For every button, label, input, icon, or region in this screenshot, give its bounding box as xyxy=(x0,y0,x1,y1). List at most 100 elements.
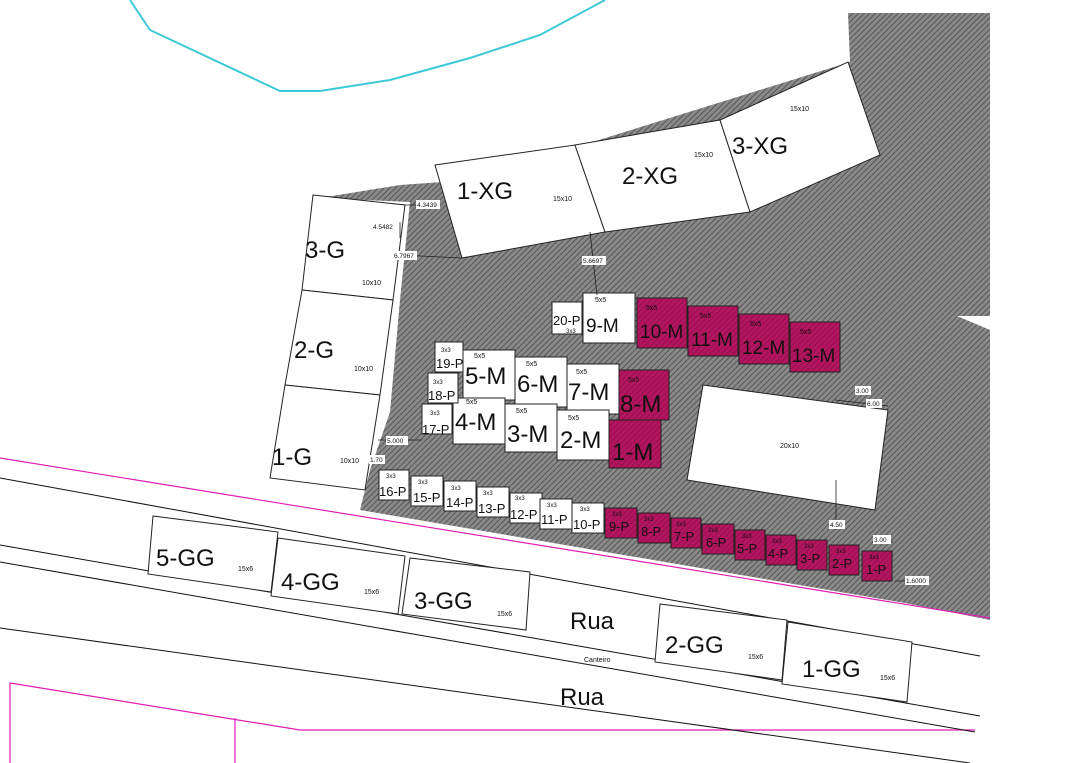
lot-size-g3: 10x10 xyxy=(362,280,381,287)
lot-size-big: 20x10 xyxy=(780,443,799,450)
lot-p2[interactable] xyxy=(828,544,860,576)
lot-size-p14: 3x3 xyxy=(451,486,461,492)
lot-label-m1: 1-M xyxy=(612,439,653,466)
lot-m4[interactable] xyxy=(452,397,506,445)
lot-label-g3: 3-G xyxy=(305,237,345,264)
lot-size-p5: 3x3 xyxy=(742,534,752,540)
lot-size-gg5: 15x6 xyxy=(238,566,253,573)
lot-m7[interactable] xyxy=(566,363,620,415)
lot-m10[interactable] xyxy=(636,297,688,349)
lot-m13[interactable] xyxy=(789,321,841,373)
lot-size-p15: 3x3 xyxy=(418,480,428,486)
lot-m1[interactable] xyxy=(608,419,662,469)
lot-size-p7: 3x3 xyxy=(676,522,686,528)
lot-p19[interactable] xyxy=(434,341,464,373)
lot-size-gg4: 15x6 xyxy=(364,589,379,596)
lot-xg3[interactable] xyxy=(719,61,881,213)
lot-label-m4: 4-M xyxy=(455,409,496,436)
lot-label-p15: 15-P xyxy=(413,490,440,505)
dimension-label: 5.6697 xyxy=(583,258,603,265)
lot-size-m4: 5x5 xyxy=(466,399,477,406)
lot-label-xg1: 1-XG xyxy=(457,178,513,205)
lot-label-gg1: 1-GG xyxy=(802,656,861,683)
lot-p10[interactable] xyxy=(571,502,605,534)
lot-label-m13: 13-M xyxy=(792,346,835,367)
lot-p13[interactable] xyxy=(476,486,510,518)
lot-label-p3: 3-P xyxy=(800,551,820,566)
lot-size-m2: 5x5 xyxy=(568,415,579,422)
lot-label-p17: 17-P xyxy=(422,422,449,437)
dimension-label: 6.00 xyxy=(867,401,880,408)
lot-g1[interactable] xyxy=(269,384,381,491)
lot-size-p16: 3x3 xyxy=(386,474,396,480)
lot-size-g1: 10x10 xyxy=(340,458,359,465)
lot-p11[interactable] xyxy=(539,498,573,530)
lot-size-p1: 3x3 xyxy=(869,555,879,561)
lot-label-gg4: 4-GG xyxy=(281,569,340,596)
lot-size-xg2: 15x10 xyxy=(694,152,713,159)
street-label-upper: Rua xyxy=(570,608,615,635)
lot-size-m12: 5x5 xyxy=(750,321,761,328)
lot-size-p11: 3x3 xyxy=(547,503,557,509)
lot-p6[interactable] xyxy=(701,523,735,555)
lot-gg4[interactable] xyxy=(270,537,406,615)
lot-m8[interactable] xyxy=(618,369,670,421)
lot-size-p19: 3x3 xyxy=(441,348,451,354)
lot-label-p11: 11-P xyxy=(541,512,568,527)
lot-gg3[interactable] xyxy=(401,557,531,631)
lot-p15[interactable] xyxy=(410,475,444,507)
lot-size-xg1: 15x10 xyxy=(553,196,572,203)
street-label-lower: Rua xyxy=(560,684,605,711)
lot-p14[interactable] xyxy=(443,480,477,512)
lot-big[interactable] xyxy=(686,384,889,511)
lot-p9[interactable] xyxy=(604,507,638,539)
lot-label-m8: 8-M xyxy=(620,391,661,418)
dimension-label: 1.70 xyxy=(370,457,383,464)
lot-size-m11: 5x5 xyxy=(700,313,711,320)
lot-m9[interactable] xyxy=(582,292,636,344)
lot-gg1[interactable] xyxy=(781,621,913,703)
lot-label-p2: 2-P xyxy=(832,556,852,571)
lot-size-p9: 3x3 xyxy=(612,512,622,518)
lot-p1[interactable] xyxy=(861,550,893,582)
lot-size-gg2: 15x6 xyxy=(748,654,763,661)
lot-m11[interactable] xyxy=(687,305,739,357)
lot-label-p19: 19-P xyxy=(436,356,463,371)
lot-p16[interactable] xyxy=(378,469,410,501)
dimension-label: 3.00 xyxy=(856,388,869,395)
lot-p4[interactable] xyxy=(765,534,797,566)
dimension-label: 4.3439 xyxy=(417,202,437,209)
lot-size-xg3: 15x10 xyxy=(790,106,809,113)
lot-label-m5: 5-M xyxy=(465,363,506,390)
lot-p17[interactable] xyxy=(421,403,453,435)
lot-size-p3: 3x3 xyxy=(804,544,814,550)
lot-p8[interactable] xyxy=(637,512,671,544)
lot-label-gg5: 5-GG xyxy=(156,545,215,572)
lot-m2[interactable] xyxy=(556,409,610,461)
lot-label-p13: 13-P xyxy=(478,501,505,516)
lot-size-m9: 5x5 xyxy=(595,297,606,304)
lot-label-p1: 1-P xyxy=(866,562,886,577)
lot-label-gg2: 2-GG xyxy=(665,632,724,659)
lot-p5[interactable] xyxy=(734,529,766,561)
lot-size-m3: 5x5 xyxy=(516,408,527,415)
lot-m12[interactable] xyxy=(738,313,790,365)
lot-p3[interactable] xyxy=(796,539,828,571)
lot-size-p18: 3x3 xyxy=(433,380,443,386)
lot-label-p16: 16-P xyxy=(379,484,406,499)
lot-size-p10: 3x3 xyxy=(580,507,590,513)
lot-label-p8: 8-P xyxy=(641,524,661,539)
lot-label-g2: 2-G xyxy=(294,337,334,364)
lot-p7[interactable] xyxy=(670,517,702,549)
lot-label-m6: 6-M xyxy=(517,371,558,398)
lot-p12[interactable] xyxy=(509,492,543,524)
lot-size-m8: 5x5 xyxy=(628,377,639,384)
lot-size-m7: 5x5 xyxy=(576,369,587,376)
lot-p18[interactable] xyxy=(427,372,459,404)
dimension-label: 6.7967 xyxy=(394,253,414,260)
lot-size-g2: 10x10 xyxy=(354,366,373,373)
lot-p20[interactable] xyxy=(551,301,583,335)
dimension-label: 3.00 xyxy=(874,537,887,544)
lot-m3[interactable] xyxy=(504,403,558,453)
street-line xyxy=(0,561,976,733)
